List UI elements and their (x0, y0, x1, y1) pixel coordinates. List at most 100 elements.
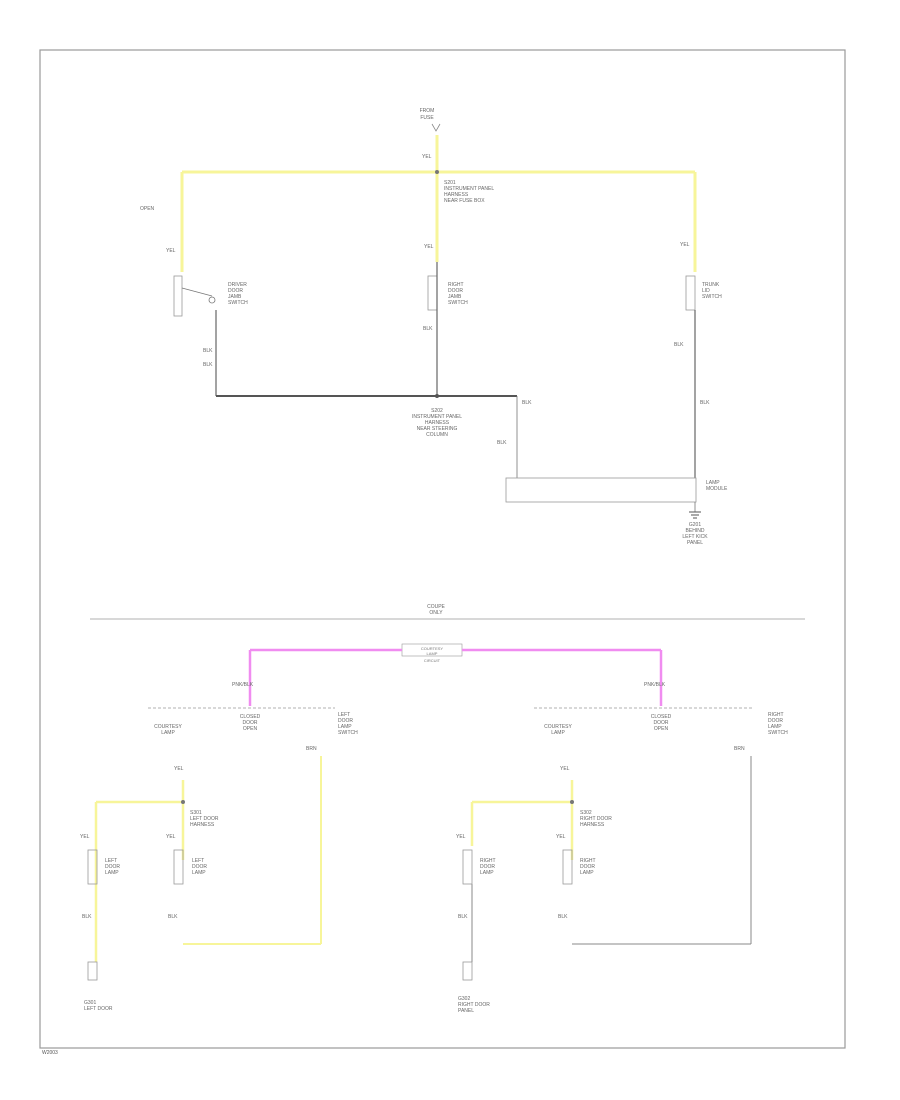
left-side-note-label: OPEN (140, 206, 155, 212)
ground-splice-label-3: HARNESS (425, 420, 450, 426)
bottom-section: COURTESY LAMP CIRCUIT PNK/BLK COURTESY L… (80, 643, 788, 1014)
middle-switch-label-2: DOOR (448, 288, 463, 294)
right-right-label-4: SWITCH (768, 730, 788, 736)
left-lamp1-wire: YEL (80, 834, 90, 840)
left-lamp2-label-2: DOOR (192, 864, 207, 870)
right-lamp1-label-3: LAMP (480, 870, 494, 876)
right-connector-b: BRN (734, 746, 745, 752)
ground-point-label-3: LEFT KICK (682, 534, 708, 540)
right-switch-label-3: SWITCH (702, 294, 722, 300)
left-door-switch-contact-icon (208, 296, 216, 304)
source-label-2: LAMP (427, 651, 438, 656)
left-connector-b: BRN (306, 746, 317, 752)
module-wire-label-2: BLK (497, 440, 507, 446)
left-switch-wire-in: YEL (166, 248, 176, 254)
ground-splice-label-4: NEAR STEERING (417, 426, 458, 432)
ground-splice-label-2: INSTRUMENT PANEL (412, 414, 462, 420)
right-switch-label-1: TRUNK (702, 282, 720, 288)
right-right-label-3: LAMP (768, 724, 782, 730)
right-center-label-2: DOOR (654, 720, 669, 726)
left-right-label-3: LAMP (338, 724, 352, 730)
power-source-label-2: FUSE (420, 115, 434, 121)
power-source-label-1: FROM (420, 108, 435, 114)
right-splice-label-1: S302 (580, 810, 592, 816)
module-wire-label: BLK (522, 400, 532, 406)
left-lamp2-label-1: LEFT (192, 858, 204, 864)
right-door-group: PNK/BLK COURTESY LAMP CLOSED DOOR OPEN R… (456, 682, 788, 1014)
left-right-label-1: LEFT (338, 712, 350, 718)
right-lamp2-box (562, 849, 573, 885)
source-label-3: CIRCUIT (424, 658, 441, 663)
left-lamp1-label-1: LEFT (105, 858, 117, 864)
right-switch-wire-out: BLK (674, 342, 684, 348)
left-splice-label-3: HARNESS (190, 822, 215, 828)
trunk-switch-box (685, 275, 696, 311)
right-ground-label-2: RIGHT DOOR (458, 1002, 490, 1008)
splice-label-2: INSTRUMENT PANEL (444, 186, 494, 192)
right-lamp1-label-2: DOOR (480, 864, 495, 870)
right-ground-box (462, 961, 473, 981)
right-lamp2-out: BLK (558, 914, 568, 920)
splice-dot (435, 170, 439, 174)
right-lamp2-wire: YEL (556, 834, 566, 840)
left-block-label-2: LAMP (161, 730, 175, 736)
right-ground-label-3: PANEL (458, 1008, 474, 1014)
left-right-label-2: DOOR (338, 718, 353, 724)
middle-switch-wire-in: YEL (424, 244, 434, 250)
left-lamp2-box (173, 849, 184, 885)
right-door-switch-box (427, 275, 438, 311)
right-connector-a: YEL (560, 766, 570, 772)
left-right-label-4: SWITCH (338, 730, 358, 736)
left-pink-wire-label: PNK/BLK (232, 682, 254, 688)
right-right-label-1: RIGHT (768, 712, 784, 718)
left-switch-label-4: SWITCH (228, 300, 248, 306)
right-switch-wire-out-2: BLK (700, 400, 710, 406)
ground-point-label-1: G201 (689, 522, 701, 528)
left-switch-ground-wire: BLK (203, 362, 213, 368)
right-lamp1-wire: YEL (456, 834, 466, 840)
ground-point-label-2: BEHIND (686, 528, 705, 534)
right-lamp2-label-3: LAMP (580, 870, 594, 876)
middle-switch-label-3: JAMB (448, 294, 462, 300)
right-block-label-1: COURTESY (544, 724, 572, 730)
middle-switch-wire-out: BLK (423, 326, 433, 332)
middle-switch-label-1: RIGHT (448, 282, 464, 288)
left-switch-label-3: JAMB (228, 294, 242, 300)
divider-label-2: ONLY (429, 610, 443, 616)
right-splice-label-2: RIGHT DOOR (580, 816, 612, 822)
left-door-group: PNK/BLK COURTESY LAMP CLOSED DOOR OPEN L… (80, 682, 358, 1012)
left-ground-label-2: LEFT DOOR (84, 1006, 113, 1012)
left-splice-label-2: LEFT DOOR (190, 816, 219, 822)
left-ground-box (87, 961, 98, 981)
splice-label-4: NEAR FUSE BOX (444, 198, 485, 204)
right-lamp1-label-1: RIGHT (480, 858, 496, 864)
right-splice-label-3: HARNESS (580, 822, 605, 828)
module-label-2: MODULE (706, 486, 728, 492)
right-lamp1-out: BLK (458, 914, 468, 920)
right-pink-wire-label: PNK/BLK (644, 682, 666, 688)
diagram-frame (39, 49, 846, 1049)
lamp-module-box (505, 477, 697, 503)
right-lamp2-label-2: DOOR (580, 864, 595, 870)
left-ground-label-1: G301 (84, 1000, 96, 1006)
right-lamp1-box (462, 849, 473, 885)
right-block-label-2: LAMP (551, 730, 565, 736)
left-lamp1-box (87, 849, 98, 885)
right-right-label-2: DOOR (768, 718, 783, 724)
left-center-label-2: DOOR (243, 720, 258, 726)
top-wire-label: YEL (422, 154, 432, 160)
middle-switch-label-4: SWITCH (448, 300, 468, 306)
left-connector-a: YEL (174, 766, 184, 772)
left-splice-label-1: S301 (190, 810, 202, 816)
left-door-switch-box (173, 275, 183, 317)
right-splice-dot (570, 800, 574, 804)
ground-splice-dot (435, 394, 439, 398)
divider-label-1: COUPE (427, 604, 445, 610)
ground-point-label-4: PANEL (687, 540, 703, 546)
ground-symbol-icon (689, 511, 701, 519)
left-block-label-1: COURTESY (154, 724, 182, 730)
right-lamp2-label-1: RIGHT (580, 858, 596, 864)
splice-label-3: HARNESS (444, 192, 469, 198)
right-switch-wire-in: YEL (680, 242, 690, 248)
